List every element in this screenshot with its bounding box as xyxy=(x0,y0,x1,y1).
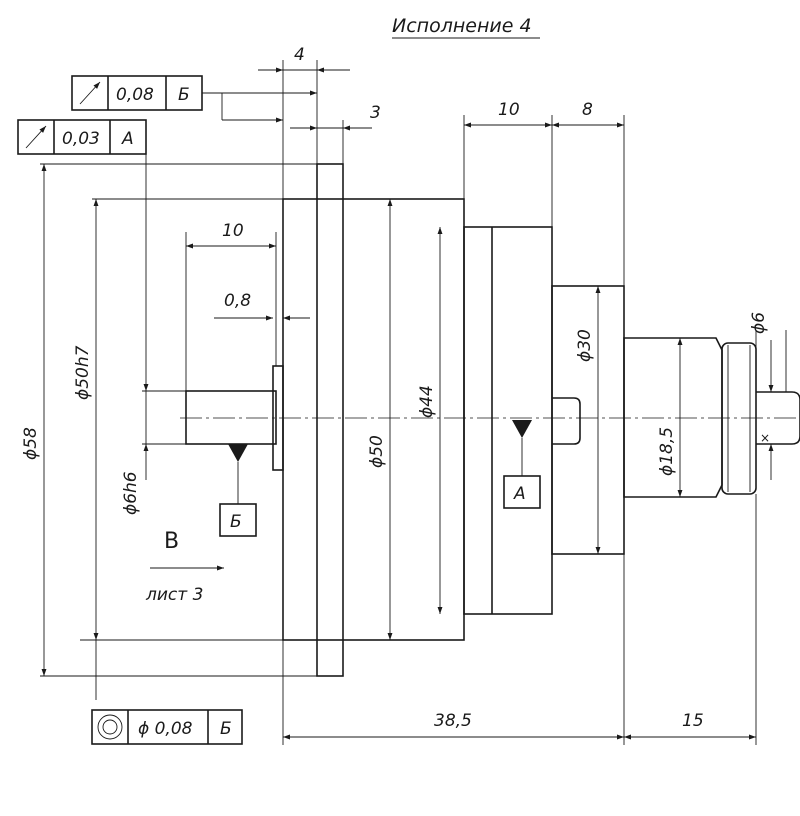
shaft-tip xyxy=(756,391,800,445)
dim-8: 8 xyxy=(582,100,593,120)
dim-4: 4 xyxy=(294,45,305,65)
tolerance-frame-coaxiality: ϕ 0,08 Б xyxy=(91,709,243,745)
tolerance-frame-runout-b: 0,08 Б xyxy=(71,75,317,123)
runout-a-value: 0,03 xyxy=(62,129,100,149)
body-step-30 xyxy=(551,285,625,555)
drawing-title: Исполнение 4 xyxy=(392,15,532,37)
dim-phi18-5: ϕ18,5 xyxy=(657,427,677,476)
datum-a-label: А xyxy=(513,484,526,504)
datum-a-marker: А xyxy=(503,420,541,509)
dim-phi50h7: ϕ50h7 xyxy=(73,345,93,400)
groove-ring xyxy=(721,342,757,495)
svg-text:×: × xyxy=(760,431,770,445)
datum-b-marker: Б xyxy=(219,444,257,537)
dim-10-left: 10 xyxy=(222,221,244,241)
view-letter: В xyxy=(164,529,179,554)
view-indicator: В лист 3 xyxy=(145,529,224,605)
datum-b-label: Б xyxy=(230,512,242,532)
key-pin xyxy=(552,397,581,445)
main-body xyxy=(282,198,465,641)
coaxiality-value: ϕ 0,08 xyxy=(138,719,193,739)
part-outline: × xyxy=(180,163,800,677)
concentricity-icon xyxy=(97,714,123,740)
dim-3: 3 xyxy=(370,103,381,123)
runout-b-datum: Б xyxy=(178,85,190,105)
body-step-44 xyxy=(463,226,553,615)
dim-phi30: ϕ30 xyxy=(575,329,595,362)
dim-phi58: ϕ58 xyxy=(21,427,41,460)
runout-icon xyxy=(25,125,47,149)
dim-0-8: 0,8 xyxy=(224,291,251,311)
flange xyxy=(316,163,344,677)
left-shaft xyxy=(185,390,277,445)
runout-a-datum: А xyxy=(121,129,134,149)
dim-phi44: ϕ44 xyxy=(417,385,437,418)
view-sheet: лист 3 xyxy=(145,585,203,605)
dim-38-5: 38,5 xyxy=(434,711,472,731)
coaxiality-datum: Б xyxy=(220,719,232,739)
tolerance-frame-runout-a: 0,03 А xyxy=(17,119,147,155)
dimension-lines xyxy=(41,67,774,740)
runout-b-value: 0,08 xyxy=(116,85,154,105)
dim-15: 15 xyxy=(682,711,704,731)
dim-phi6: ϕ6 xyxy=(749,312,769,334)
dim-phi6h6: ϕ6h6 xyxy=(121,471,141,515)
dim-phi50: ϕ50 xyxy=(367,435,387,468)
runout-icon xyxy=(79,81,101,105)
extension-lines xyxy=(40,60,787,745)
dim-10-top: 10 xyxy=(498,100,520,120)
